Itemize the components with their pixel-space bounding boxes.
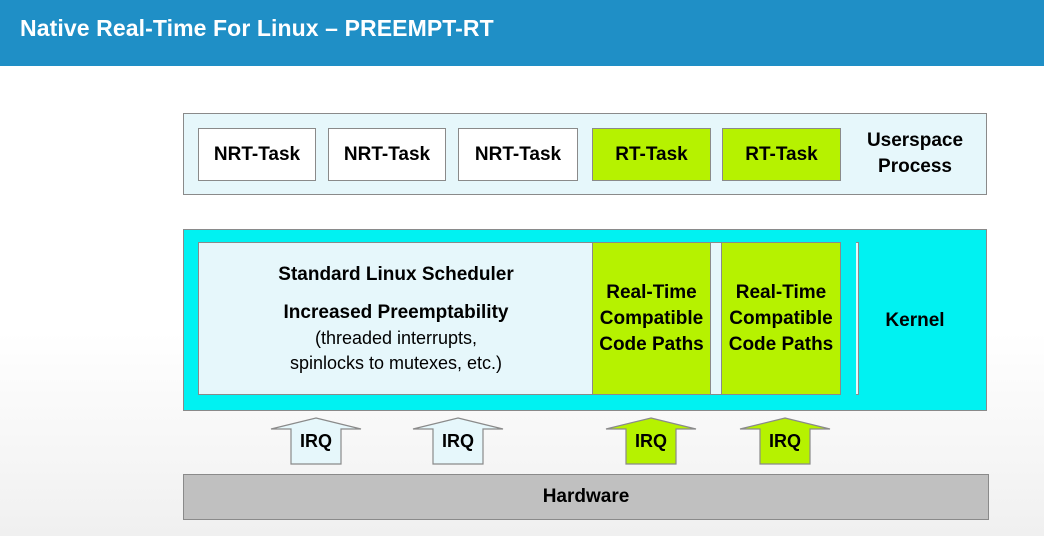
up-arrow-icon [605, 417, 697, 465]
irq-label-3: IRQ [634, 431, 667, 451]
irq-label-2: IRQ [441, 431, 474, 451]
nrt-task-3: NRT-Task [458, 128, 578, 181]
irq-arrow-3: IRQ [605, 417, 697, 465]
up-arrow-icon [739, 417, 831, 465]
irq-arrow-1: IRQ [270, 417, 362, 465]
rt-code-path-2: Real-Time Compatible Code Paths [721, 242, 841, 395]
title-bar: Native Real-Time For Linux – PREEMPT-RT [0, 0, 1044, 66]
userspace-layer [183, 113, 987, 195]
scheduler-title: Standard Linux Scheduler [278, 264, 514, 285]
rt-code-path-1: Real-Time Compatible Code Paths [592, 242, 711, 395]
scheduler-box [198, 242, 594, 395]
rt-code-path-2-line-3: Code Paths [728, 333, 834, 355]
rt-task-2: RT-Task [722, 128, 841, 181]
up-arrow-icon [270, 417, 362, 465]
userspace-label-line-1: Userspace [866, 130, 964, 151]
nrt-task-1: NRT-Task [198, 128, 316, 181]
userspace-label-line-2: Process [878, 156, 952, 177]
irq-arrow-4: IRQ [739, 417, 831, 465]
userspace-label: Userspace Process [852, 128, 978, 180]
preemptability-detail-1: (threaded interrupts, [314, 328, 478, 348]
rt-code-path-2-line-1: Real-Time [735, 281, 827, 303]
irq-arrow-2: IRQ [412, 417, 504, 465]
irq-label-1: IRQ [299, 431, 332, 451]
hardware-layer: Hardware [183, 474, 989, 520]
code-path-gap [710, 242, 722, 395]
kernel-label: Kernel [885, 310, 945, 331]
rt-code-path-2-line-2: Compatible [729, 307, 833, 329]
preemptability-title: Increased Preemptability [283, 302, 509, 323]
rt-task-1: RT-Task [592, 128, 711, 181]
rt-code-path-1-line-1: Real-Time [606, 281, 697, 303]
scheduler-box-edge [856, 242, 859, 395]
rt-code-path-1-line-2: Compatible [599, 307, 704, 329]
nrt-task-2: NRT-Task [328, 128, 446, 181]
irq-label-4: IRQ [768, 431, 801, 451]
rt-code-path-1-line-3: Code Paths [599, 333, 704, 355]
preemptability-detail-2: spinlocks to mutexes, etc.) [289, 353, 503, 373]
slide-title: Native Real-Time For Linux – PREEMPT-RT [20, 15, 494, 41]
up-arrow-icon [412, 417, 504, 465]
